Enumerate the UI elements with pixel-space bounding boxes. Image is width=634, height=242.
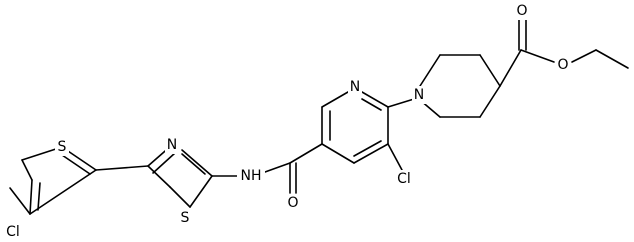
bond (189, 175, 213, 208)
bond (499, 49, 522, 87)
bond (387, 98, 415, 108)
atom-label-cl-thiophene: Cl (6, 224, 20, 240)
bond (169, 186, 191, 208)
bond (289, 143, 323, 164)
bond (321, 91, 349, 108)
bond (95, 165, 149, 171)
atom-label-n-thiazole: N (167, 137, 177, 153)
bond (520, 49, 555, 63)
bond (61, 154, 91, 175)
atom-label-s-thiophene: S (58, 139, 67, 155)
atom-label-s-thiazole: S (181, 210, 190, 226)
bond (181, 153, 206, 175)
bond (37, 182, 41, 211)
bond (419, 54, 441, 87)
bond (29, 179, 33, 215)
bond (181, 149, 213, 177)
bond (21, 159, 33, 181)
bond (361, 91, 389, 108)
atom-label-n-piperidine: N (414, 87, 424, 103)
bond (353, 143, 389, 164)
bond (571, 49, 597, 63)
bond (595, 49, 629, 69)
bond (479, 54, 501, 87)
atom-label-o-carbonyl: O (516, 3, 527, 19)
bond (147, 165, 171, 188)
atom-label-cl-pyridine: Cl (397, 171, 411, 187)
atom-label-o-amide: O (287, 195, 298, 211)
bond (29, 169, 97, 215)
bond (9, 187, 31, 215)
bond (264, 162, 291, 173)
atom-label-n-pyridine: N (350, 79, 360, 95)
bond (387, 143, 403, 171)
bond (152, 152, 176, 174)
atom-label-nh-amide: NH (241, 168, 262, 184)
atom-label-o-ester: O (557, 57, 568, 73)
atom-label-layer: S Cl N S NH O N Cl N O O (1, 2, 571, 241)
bond (361, 98, 382, 111)
bond-layer (9, 16, 629, 215)
bond (321, 143, 355, 164)
bond (479, 85, 501, 118)
bond (353, 140, 382, 157)
